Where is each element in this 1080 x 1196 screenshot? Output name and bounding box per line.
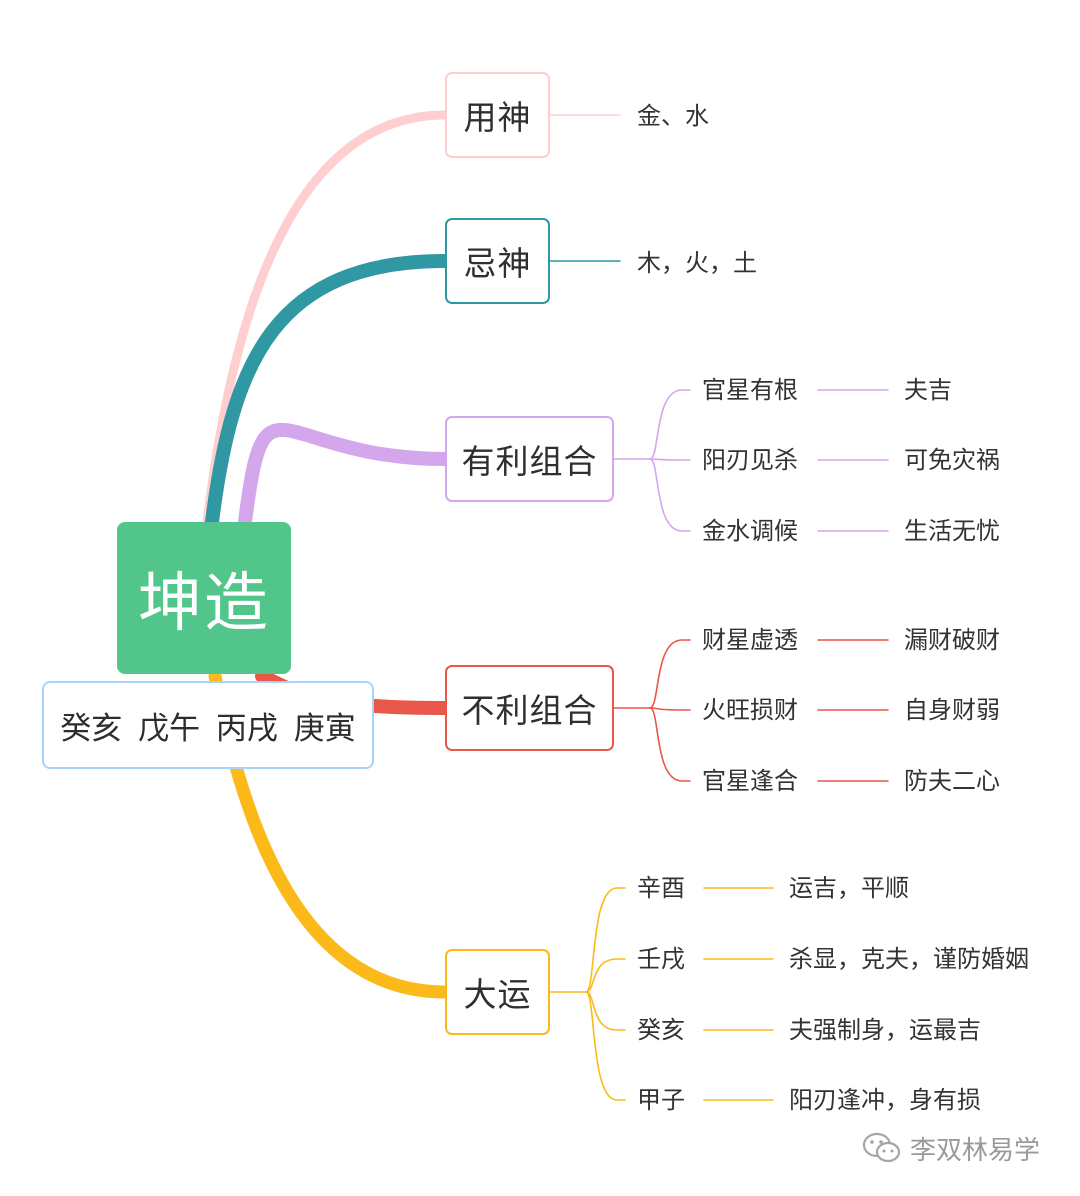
fork-connector-favorable-0	[649, 389, 691, 460]
fork-connector-unfavorable-0	[649, 639, 691, 709]
fork-connector-favorable-2	[649, 458, 691, 532]
leaf-unfavorable-2[interactable]: 官星逢合	[702, 767, 798, 795]
wechat-icon	[862, 1132, 901, 1163]
result-dayun-1[interactable]: 杀显，克夫，谨防婚姻	[789, 945, 1029, 973]
leaf-jishen-0[interactable]: 木，火，土	[637, 249, 757, 277]
fork-connector-unfavorable-2	[649, 707, 691, 782]
branch-connector-jishen	[205, 254, 452, 529]
fork-connector-dayun-1	[585, 958, 626, 993]
branch-dayun[interactable]: 大运	[445, 949, 550, 1035]
branch-connector-favorable	[238, 423, 452, 529]
leaf-unfavorable-0[interactable]: 财星虚透	[702, 626, 798, 654]
fork-connector-dayun-2	[585, 991, 626, 1031]
four-pillars-label: 癸亥 戊午 丙戌 庚寅	[42, 681, 374, 769]
leaf-yongshen-0[interactable]: 金、水	[637, 102, 709, 130]
fork-connector-dayun-3	[585, 991, 626, 1101]
fork-connector-dayun-0	[585, 887, 626, 993]
watermark: 李双林易学	[862, 1128, 1040, 1168]
result-favorable-1[interactable]: 可免灾祸	[904, 446, 1000, 474]
leaf-favorable-2[interactable]: 金水调候	[702, 517, 798, 545]
result-favorable-0[interactable]: 夫吉	[904, 376, 952, 404]
leaf-dayun-1[interactable]: 壬戌	[637, 945, 685, 973]
result-dayun-2[interactable]: 夫强制身，运最吉	[789, 1016, 981, 1044]
leaf-favorable-1[interactable]: 阳刃见杀	[702, 446, 798, 474]
result-unfavorable-2[interactable]: 防夫二心	[904, 767, 1000, 795]
branch-favorable[interactable]: 有利组合	[445, 416, 614, 502]
result-unfavorable-1[interactable]: 自身财弱	[904, 696, 1000, 724]
branch-yongshen[interactable]: 用神	[445, 72, 550, 158]
result-dayun-3[interactable]: 阳刃逢冲，身有损	[789, 1086, 981, 1114]
leaf-dayun-3[interactable]: 甲子	[637, 1086, 685, 1114]
leaf-dayun-2[interactable]: 癸亥	[637, 1016, 685, 1044]
result-dayun-0[interactable]: 运吉，平顺	[789, 874, 909, 902]
branch-unfavorable[interactable]: 不利组合	[445, 665, 614, 751]
fork-connector-unfavorable-1	[649, 707, 691, 711]
fork-connector-favorable-1	[649, 458, 691, 461]
leaf-unfavorable-1[interactable]: 火旺损财	[702, 696, 798, 724]
result-favorable-2[interactable]: 生活无忧	[904, 517, 1000, 545]
root-node[interactable]: 坤造	[117, 522, 291, 674]
leaf-favorable-0[interactable]: 官星有根	[702, 376, 798, 404]
branch-jishen[interactable]: 忌神	[445, 218, 550, 304]
leaf-dayun-0[interactable]: 辛酉	[637, 874, 685, 902]
watermark-text: 李双林易学	[910, 1135, 1041, 1166]
result-unfavorable-0[interactable]: 漏财破财	[904, 626, 1000, 654]
